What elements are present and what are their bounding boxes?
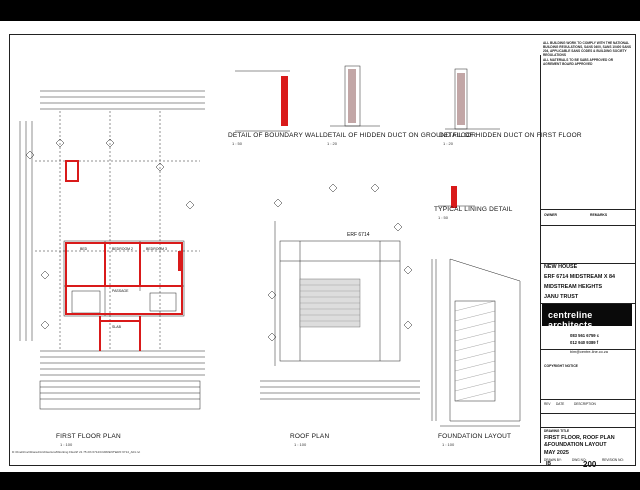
description-header: DESCRIPTION: [574, 402, 596, 406]
project-line-3: MIDSTREAM HEIGHTS: [544, 284, 603, 290]
project-line-2: ERF 6714 MIDSTREAM X 84: [544, 274, 615, 280]
duct-ground-detail-title: DETAIL OF HIDDEN DUCT ON GROUND FLOOR: [323, 132, 477, 139]
room-label-passage: PASSAGE: [112, 289, 129, 293]
duct-ground-detail-scale: 1 : 20: [327, 141, 338, 146]
drawing-date: MAY 2025: [544, 450, 569, 456]
drawing-linework: [19, 65, 521, 427]
title-block: [540, 55, 635, 463]
copyright-label: COPYRIGHT NOTICE: [544, 364, 578, 368]
materials-note: ALL MATERIALS TO BE SABS APPROVED OR AGR…: [543, 58, 614, 66]
phone-2: 012 940 9389 f: [570, 340, 599, 345]
file-path: D:\OneDrive\Shared\Architectural\Working…: [12, 450, 141, 454]
rev-header: REV: [544, 402, 551, 406]
brand-logo: centreline architects: [542, 304, 632, 330]
drawn-by: IB: [546, 461, 551, 467]
revision-label: REVISION NO:: [602, 458, 624, 462]
owner-label: OWNER: [544, 213, 557, 217]
erf-label: ERF 6714: [347, 232, 370, 238]
dwg-no-label: DWG NO:: [572, 458, 587, 462]
project-line-4: JANU TRUST: [544, 294, 579, 300]
first-floor-plan-scale: 1 : 100: [60, 442, 73, 447]
dwg-no: 200: [583, 460, 597, 469]
boundary-wall-detail-scale: 1 : 50: [232, 141, 243, 146]
duct-first-detail-title: DETAIL OF HIDDEN DUCT ON FIRST FLOOR: [439, 132, 582, 139]
drawn-by-label: DRAWN BY:: [544, 458, 562, 462]
drawing-title-line-2: &FOUNDATION LAYOUT: [544, 442, 607, 448]
sheet-border: [9, 34, 636, 466]
room-label-bed: BED: [80, 247, 88, 251]
foundation-layout-title: FOUNDATION LAYOUT: [438, 433, 512, 440]
drawing-title-line-1: FIRST FLOOR, ROOF PLAN: [544, 435, 615, 441]
brand-name: centreline architects: [548, 310, 593, 330]
boundary-wall-detail-title: DETAIL OF BOUNDARY WALL: [228, 132, 324, 139]
date-header: DATE: [556, 402, 565, 406]
duct-first-detail-scale: 1 : 20: [443, 141, 454, 146]
lining-detail-title: TYPICAL LINING DETAIL: [434, 206, 513, 213]
room-label-slab: SLAB: [112, 325, 121, 329]
drawing-title-label: DRAWING TITLE: [544, 429, 570, 433]
remarks-label: REMARKS: [590, 213, 608, 217]
email: bim@centre-line.co.za: [570, 350, 608, 354]
project-line-1: NEW HOUSE: [544, 264, 578, 270]
room-label-bedroom-3: BEDROOM 3: [146, 247, 168, 251]
roof-plan-title: ROOF PLAN: [290, 433, 330, 440]
lining-detail-scale: 1 : 50: [438, 215, 449, 220]
room-label-bedroom-2: BEDROOM 2: [112, 247, 134, 251]
phone-1: 083 561 6759 c: [570, 333, 600, 338]
drawing-sheet: FIRST FLOOR PLAN 1 : 100 BED BEDROOM 2 B…: [0, 21, 640, 472]
first-floor-plan-title: FIRST FLOOR PLAN: [56, 433, 121, 440]
roof-plan-scale: 1 : 100: [294, 442, 307, 447]
foundation-layout-scale: 1 : 100: [442, 442, 455, 447]
compliance-note: ALL BUILDING WORK TO COMPLY WITH THE NAT…: [543, 41, 631, 57]
